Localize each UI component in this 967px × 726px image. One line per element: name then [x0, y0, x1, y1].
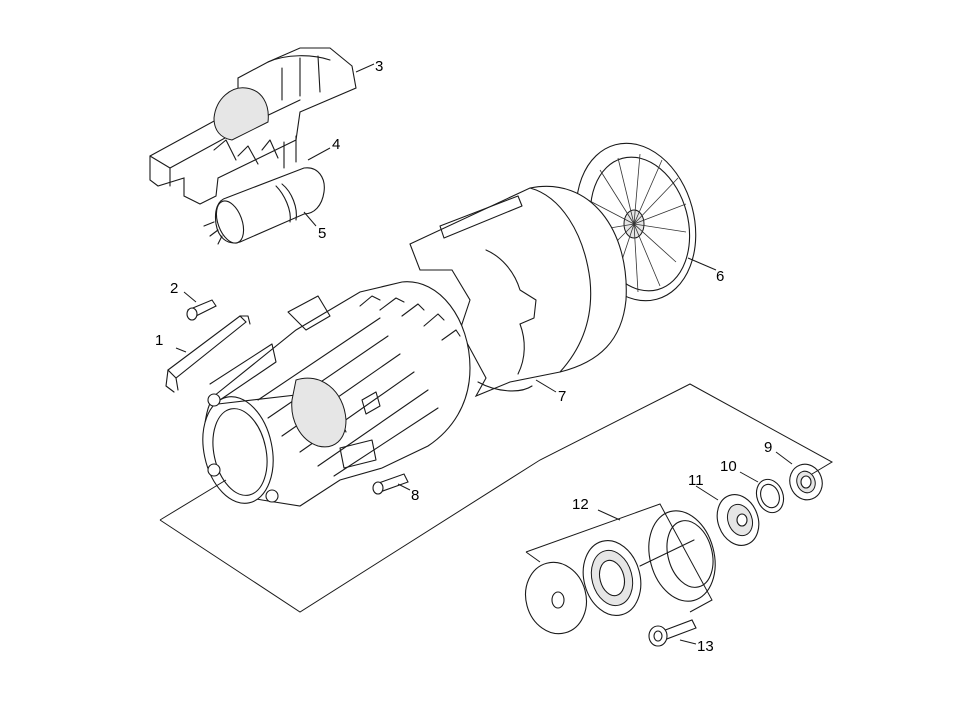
part-3-cover	[149, 47, 357, 205]
group-bracket-lower	[159, 383, 834, 613]
part-1-pin	[165, 315, 251, 393]
part-9-seal	[789, 463, 823, 501]
callout-9: 9	[764, 439, 772, 456]
callout-12: 12	[572, 496, 589, 513]
callout-13: 13	[697, 638, 714, 655]
callout-7: 7	[558, 388, 566, 405]
callout-labels: 1 2 3 4 5 6 7 8 9 10 11 12 13	[155, 58, 772, 655]
callout-5: 5	[318, 225, 326, 242]
part-11-bearing	[716, 494, 760, 546]
motor-assembly	[202, 281, 471, 507]
part-2-screw	[186, 299, 217, 321]
part-5-capacitor	[203, 167, 325, 245]
part-12-swash-group	[525, 510, 716, 635]
callout-8: 8	[411, 487, 419, 504]
callout-2: 2	[170, 280, 178, 297]
callout-6: 6	[716, 268, 724, 285]
part-8-screw	[372, 473, 409, 495]
callout-3: 3	[375, 58, 383, 75]
leader-lines	[175, 63, 793, 645]
part-7-housing	[409, 185, 627, 398]
part-13-bolt	[648, 619, 697, 647]
callout-11: 11	[688, 472, 704, 489]
part-10-ring	[755, 478, 785, 514]
callout-10: 10	[720, 458, 737, 475]
callout-4: 4	[332, 136, 340, 153]
callout-1: 1	[155, 332, 163, 349]
